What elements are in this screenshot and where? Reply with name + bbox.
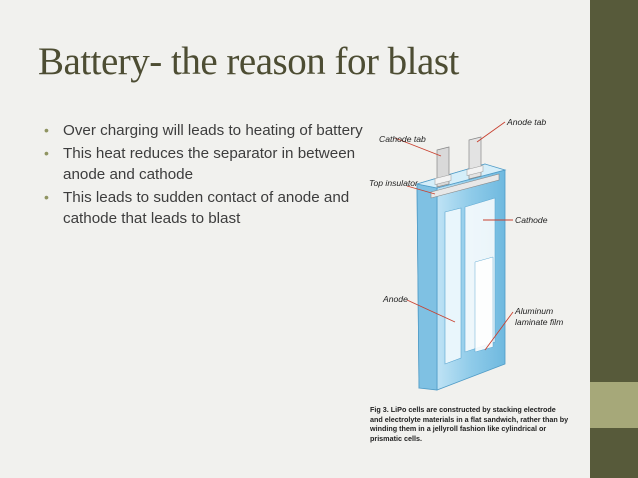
bullet-icon: • xyxy=(44,122,49,138)
bullet-item: • This heat reduces the separator in betw… xyxy=(44,143,374,185)
label-anode: Anode xyxy=(382,294,408,304)
anode-layer xyxy=(444,207,462,365)
bullet-icon: • xyxy=(44,189,49,205)
label-cathode: Cathode xyxy=(515,215,548,225)
bullet-list: • Over charging will leads to heating of … xyxy=(44,120,374,231)
leader-anode-tab xyxy=(476,121,506,143)
label-aluminum: Aluminum xyxy=(514,306,553,316)
figure-caption: Fig 3. LiPo cells are constructed by sta… xyxy=(370,405,569,443)
label-laminate-film: laminate film xyxy=(515,317,563,327)
cathode-tab-seal xyxy=(434,174,452,185)
label-cathode-tab: Cathode tab xyxy=(379,134,426,144)
pouch-edge xyxy=(416,183,438,391)
label-top-insulator: Top insulator xyxy=(369,178,419,188)
leader-top-insulator xyxy=(406,185,436,195)
leader-anode xyxy=(406,299,456,323)
bullet-text: This heat reduces the separator in betwe… xyxy=(63,145,356,183)
leader-aluminum xyxy=(484,311,514,351)
label-anode-tab: Anode tab xyxy=(506,117,546,127)
bullet-text: Over charging will leads to heating of b… xyxy=(63,122,363,139)
inner-separator xyxy=(474,256,494,353)
top-insulator xyxy=(430,173,500,199)
leader-cathode-tab xyxy=(394,137,442,157)
slide-title: Battery- the reason for blast xyxy=(38,40,459,83)
bullet-icon: • xyxy=(44,145,49,161)
lipo-cell-diagram: Anode tab Cathode tab Top insulator Cath… xyxy=(369,117,563,391)
bullet-item: • This leads to sudden contact of anode a… xyxy=(44,187,374,229)
sidebar-accent-block xyxy=(590,382,638,428)
anode-tab-seal xyxy=(466,165,484,176)
bullet-item: • Over charging will leads to heating of … xyxy=(44,120,374,141)
bullet-text: This leads to sudden contact of anode an… xyxy=(63,189,350,227)
